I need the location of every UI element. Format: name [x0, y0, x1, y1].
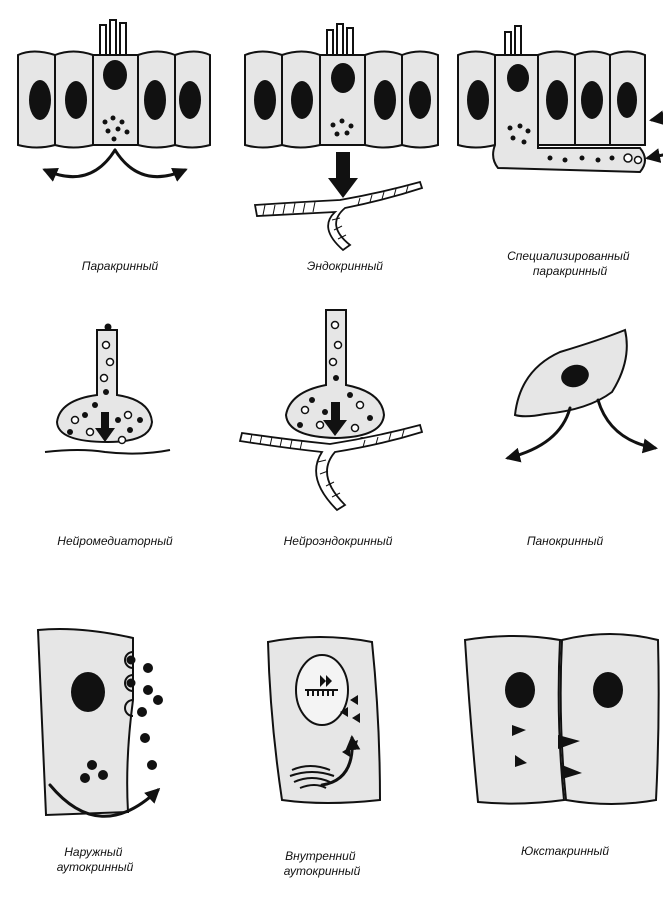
blood-vessel — [238, 423, 424, 512]
blood-vessel — [253, 180, 424, 252]
panel-int-autocrine: Внутренний аутокринный — [266, 636, 382, 878]
label-paracrine: Паракринный — [82, 259, 159, 273]
paracrine-arrow-left — [42, 148, 117, 182]
panel-endocrine: Эндокринный — [244, 23, 439, 273]
label-spec-paracrine: Специализированный паракринный — [507, 249, 633, 278]
panel-paracrine: Паракринный — [17, 19, 211, 273]
label-panocrine: Панокринный — [527, 534, 604, 548]
label-neuromediator: Нейромедиаторный — [57, 534, 173, 548]
epithelium — [457, 25, 646, 174]
label-ext-autocrine: Наружный аутокринный — [57, 845, 134, 874]
postsynaptic-membrane — [44, 449, 171, 455]
panel-neuromediator: Нейромедиаторный — [44, 323, 173, 548]
cell-left — [463, 635, 566, 805]
panel-ext-autocrine: Наружный аутокринный — [36, 628, 163, 874]
label-endocrine: Эндокринный — [307, 259, 383, 273]
panel-spec-paracrine: Специализированный паракринный — [457, 25, 663, 278]
panocrine-arrow-right — [596, 398, 658, 454]
axon-terminal — [284, 309, 386, 443]
panocrine-arrow-left — [505, 406, 572, 463]
endocrine-down-arrow — [328, 152, 358, 198]
axon-terminal — [55, 323, 154, 445]
cell-right — [559, 633, 660, 805]
label-juxtacrine: Юкстакринный — [521, 844, 609, 858]
receptors — [124, 651, 136, 717]
label-neuroendocrine: Нейроэндокринный — [284, 534, 393, 548]
golgi — [289, 765, 335, 789]
cell — [36, 628, 134, 817]
panel-juxtacrine: Юкстакринный — [463, 633, 660, 858]
paracrine-arrow-right — [113, 148, 188, 182]
epithelium — [244, 23, 439, 149]
secreted-molecules — [80, 663, 163, 783]
label-int-autocrine: Внутренний аутокринный — [284, 849, 361, 878]
nucleus — [561, 364, 589, 388]
panel-neuroendocrine: Нейроэндокринный — [238, 309, 424, 548]
membrane-ligands — [512, 725, 582, 779]
panel-panocrine: Панокринный — [505, 328, 658, 548]
epithelium — [17, 19, 211, 149]
nuclear-receptors — [305, 675, 338, 696]
